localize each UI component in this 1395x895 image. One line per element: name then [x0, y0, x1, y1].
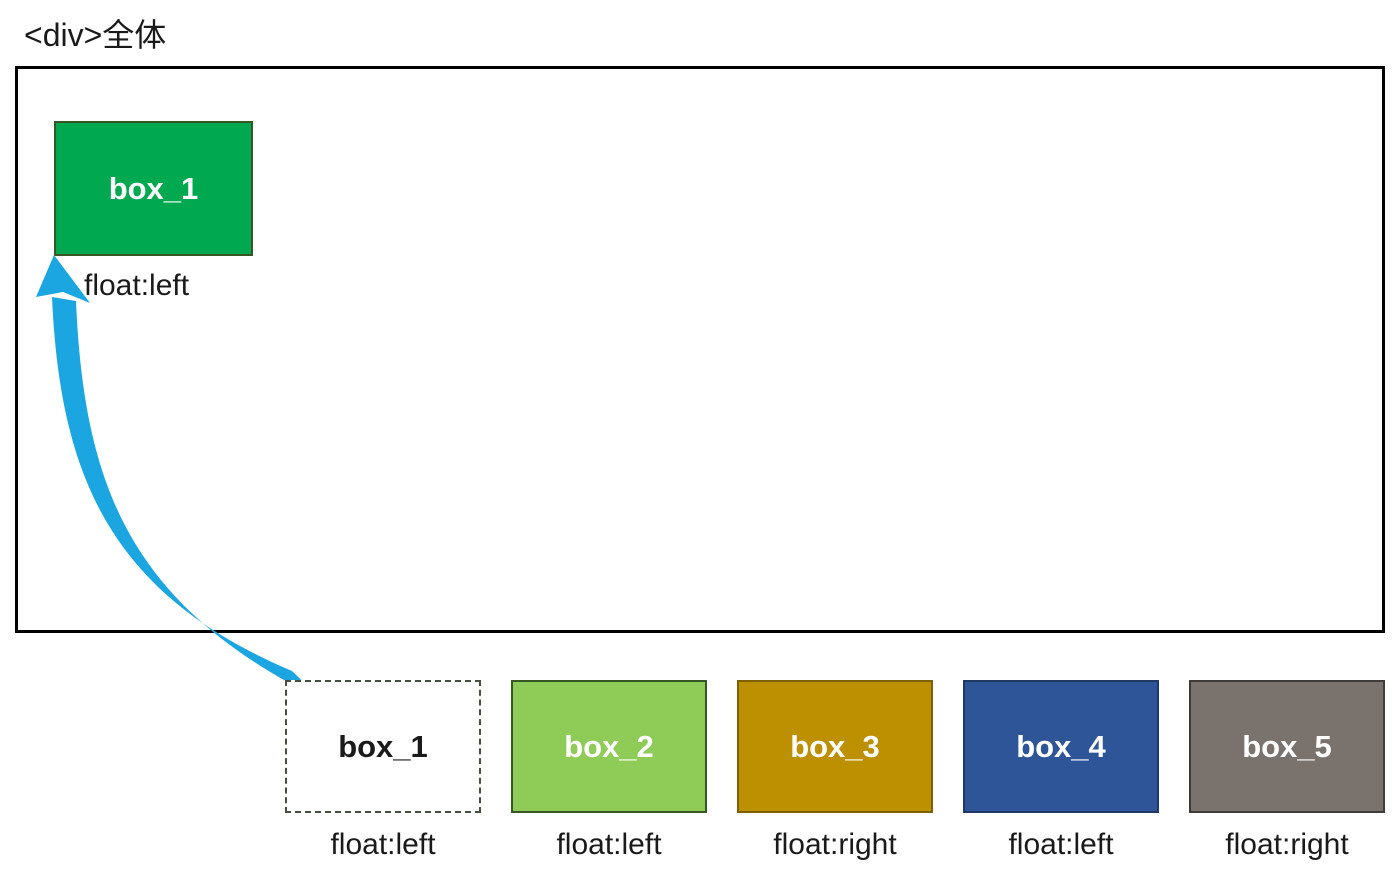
float-caption: float:left	[556, 828, 662, 861]
row-box-box1-placeholder: box_1	[285, 680, 481, 813]
float-caption: float:right	[1225, 828, 1349, 861]
row-item-box1: box_1 float:left	[285, 680, 481, 862]
float-caption: float:left	[330, 828, 436, 861]
float-caption: float:left	[84, 269, 190, 302]
row-box-box5: box_5	[1189, 680, 1385, 813]
box-label: box_4	[1016, 728, 1106, 764]
float-caption: float:right	[773, 828, 897, 861]
box-label: box_1	[338, 728, 428, 764]
row-item-box3: box_3 float:right	[737, 680, 933, 862]
page-title: <div>全体	[24, 17, 167, 53]
row-box-box3: box_3	[737, 680, 933, 813]
row-item-box4: box_4 float:left	[963, 680, 1159, 862]
box-label: box_2	[564, 728, 654, 764]
row-item-box2: box_2 float:left	[511, 680, 707, 862]
box-label: box_1	[108, 170, 199, 206]
row-box-box2: box_2	[511, 680, 707, 813]
row-box-box4: box_4	[963, 680, 1159, 813]
floated-box-1: box_1	[54, 121, 253, 256]
bottom-row: box_1 float:left box_2 float:left box_3 …	[285, 680, 1385, 862]
box-label: box_5	[1242, 728, 1332, 764]
div-container-outline	[15, 66, 1385, 633]
row-item-box5: box_5 float:right	[1189, 680, 1385, 862]
box-label: box_3	[790, 728, 880, 764]
float-caption: float:left	[1008, 828, 1114, 861]
